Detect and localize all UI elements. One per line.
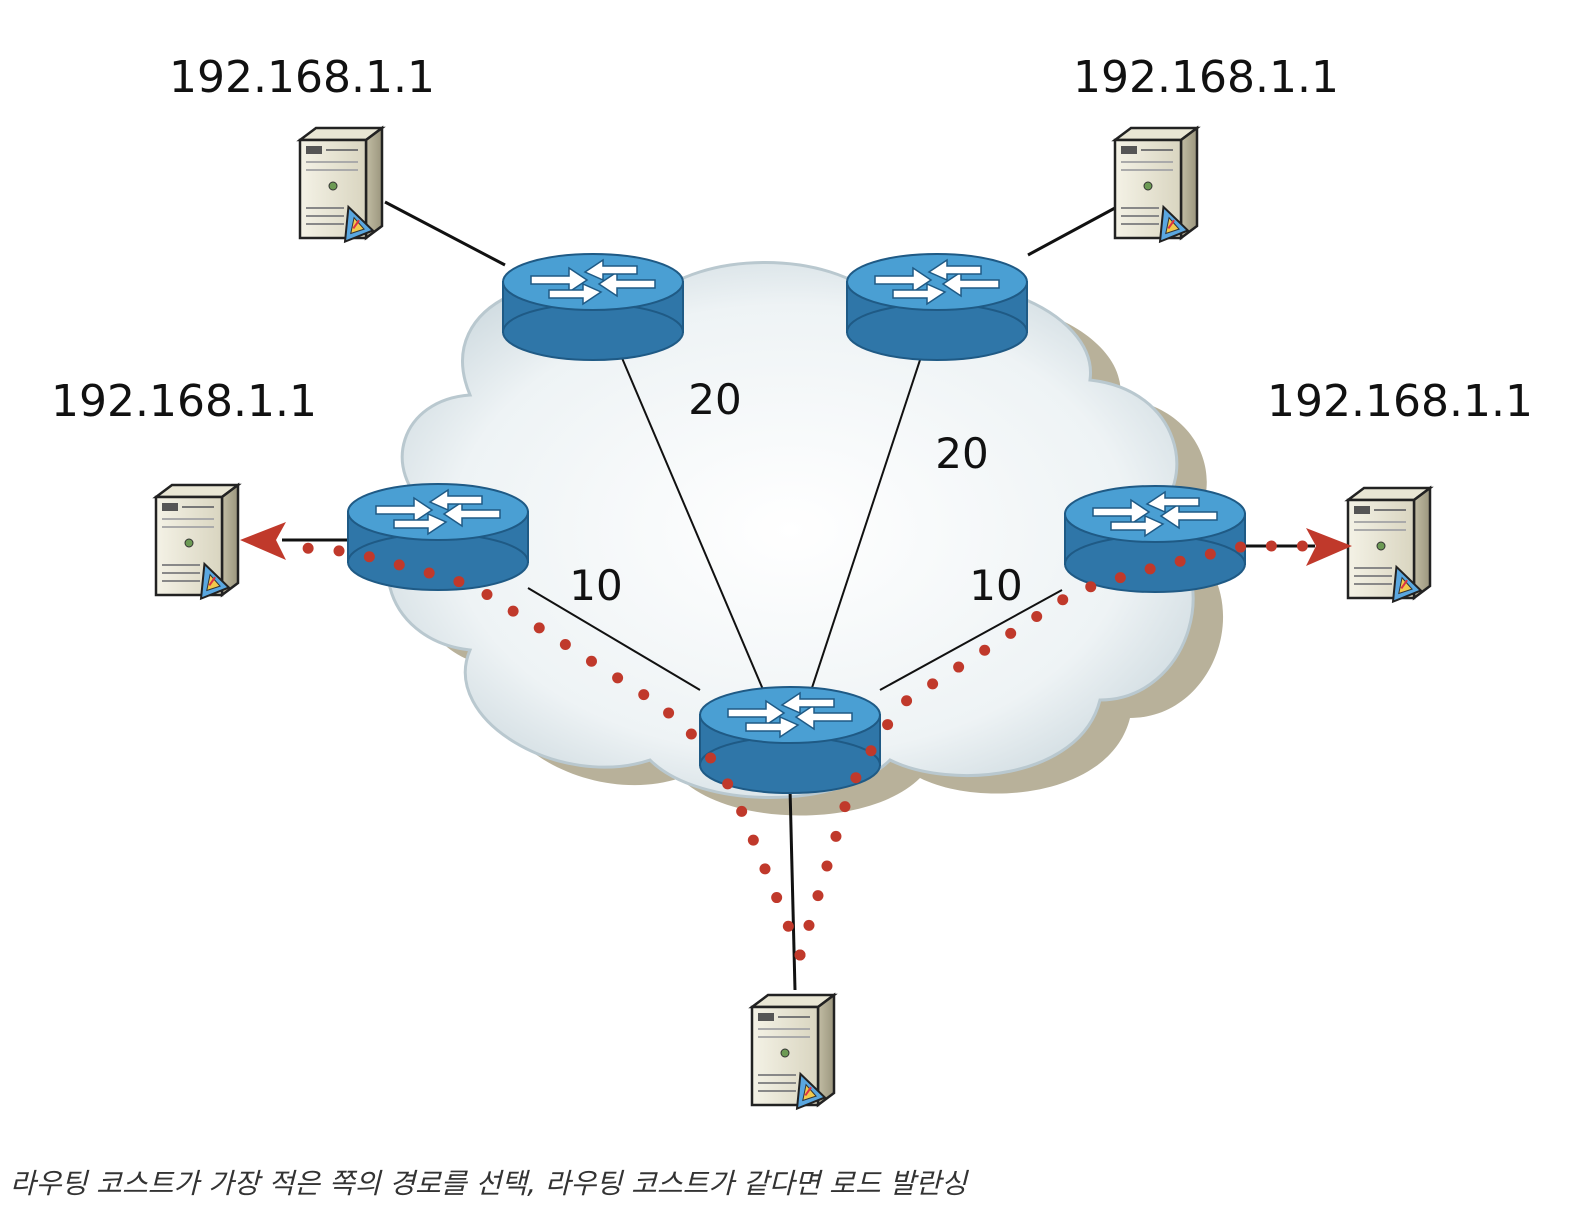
cost-label-tl-center: 20 (688, 375, 741, 424)
traffic-path (302, 540, 1308, 961)
server-mid-left-icon (154, 483, 240, 600)
network-diagram: 192.168.1.1 192.168.1.1 192.168.1.1 192.… (51, 52, 1533, 1110)
cost-label-ml-center: 10 (569, 561, 622, 610)
traffic-dot (302, 542, 314, 554)
traffic-dot (865, 745, 877, 757)
link-ml-center (527, 587, 701, 691)
traffic-dot (423, 567, 435, 579)
traffic-dot (927, 678, 939, 690)
traffic-dot (771, 892, 783, 904)
traffic-dot (705, 752, 717, 764)
traffic-dot (393, 559, 405, 571)
router-top-left (502, 253, 684, 361)
traffic-dot (533, 622, 545, 634)
traffic-dot (759, 863, 771, 875)
traffic-dot (839, 801, 851, 813)
traffic-dot (722, 778, 734, 790)
traffic-dot (812, 890, 824, 902)
traffic-dot (1296, 540, 1308, 552)
link-center-bottom (788, 787, 797, 991)
traffic-dot (612, 672, 624, 684)
cost-label-tr-center: 20 (935, 429, 988, 478)
ip-label-mid-right: 192.168.1.1 (1267, 376, 1533, 427)
traffic-dot (1057, 594, 1069, 606)
traffic-dot (794, 949, 806, 961)
server-bottom-icon (750, 993, 836, 1110)
traffic-dot (901, 695, 913, 707)
traffic-dot (736, 805, 748, 817)
router-mid-left (347, 483, 529, 591)
traffic-dot (747, 834, 759, 846)
traffic-dot (1114, 572, 1126, 584)
arrow-left-icon (240, 522, 286, 560)
link-mr-center (879, 589, 1063, 691)
traffic-dot (1204, 548, 1216, 560)
traffic-dot (1144, 563, 1156, 575)
traffic-dot (453, 576, 465, 588)
traffic-dot (638, 689, 650, 701)
traffic-dot (1265, 540, 1277, 552)
router-top-right (846, 253, 1028, 361)
traffic-dot (685, 728, 697, 740)
traffic-dot (333, 545, 345, 557)
traffic-dot (1031, 611, 1043, 623)
traffic-dot (979, 644, 991, 656)
traffic-dot (1005, 627, 1017, 639)
server-top-left-icon (298, 126, 384, 243)
ip-label-top-left: 192.168.1.1 (169, 52, 435, 103)
arrow-right-icon (1306, 528, 1352, 566)
traffic-dot (585, 655, 597, 667)
traffic-dot (803, 919, 815, 931)
traffic-dot (663, 707, 675, 719)
traffic-dot (821, 860, 833, 872)
traffic-dot (1085, 581, 1097, 593)
ip-label-top-right: 192.168.1.1 (1073, 52, 1339, 103)
link-server-tl-router-tl (384, 200, 506, 267)
router-mid-right (1064, 485, 1246, 593)
link-tr-center (805, 359, 921, 707)
server-top-right-icon (1113, 126, 1199, 243)
server-mid-right-icon (1346, 486, 1432, 603)
link-server-tr-router-tr (1027, 206, 1116, 257)
traffic-dot (507, 605, 519, 617)
traffic-dot (850, 772, 862, 784)
traffic-dot (363, 551, 375, 563)
traffic-dot (953, 661, 965, 673)
traffic-dot (481, 588, 493, 600)
figure-caption: 라우팅 코스트가 가장 적은 쪽의 경로를 선택, 라우팅 코스트가 같다면 로… (10, 1167, 967, 1200)
link-tl-center (621, 357, 771, 707)
ip-label-mid-left: 192.168.1.1 (51, 376, 317, 427)
traffic-dot (1174, 555, 1186, 567)
traffic-dot (830, 830, 842, 842)
traffic-dot (559, 639, 571, 651)
traffic-dot (782, 920, 794, 932)
cost-label-mr-center: 10 (969, 561, 1022, 610)
traffic-dot (1235, 541, 1247, 553)
traffic-dot (882, 719, 894, 731)
